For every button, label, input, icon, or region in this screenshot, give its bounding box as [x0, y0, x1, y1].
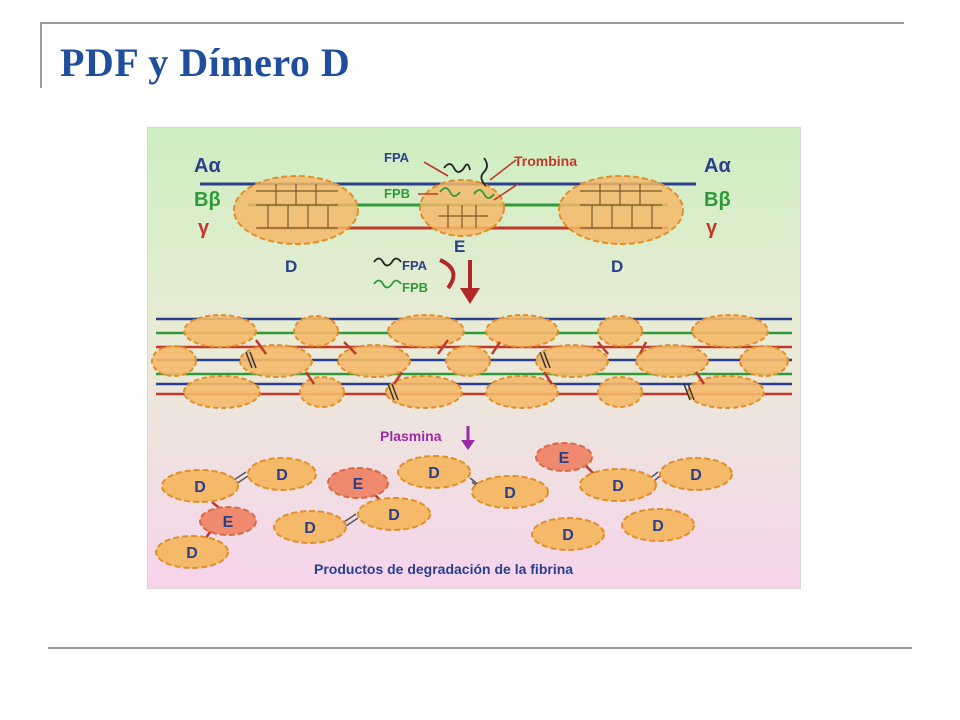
- chain-label-gamma-right: γ: [706, 217, 718, 239]
- chain-label-a-alpha-right: Aα: [704, 155, 731, 177]
- fpa-label: FPA: [384, 150, 410, 165]
- svg-text:D: D: [504, 485, 516, 502]
- fpa-peptide-curl-left: [443, 163, 471, 173]
- release-curved-arrow: [439, 258, 456, 290]
- left-rule: [40, 22, 42, 88]
- trombina-pointer-2: [493, 183, 519, 201]
- d-nodule-right: [558, 175, 684, 245]
- released-fpb-curl: [373, 279, 402, 289]
- peptide-release-step: FPA FPB: [373, 257, 480, 304]
- svg-text:E: E: [559, 450, 570, 467]
- released-fpa-label: FPA: [402, 258, 428, 273]
- d-nodule-right-ladder: [580, 184, 662, 229]
- domain-label-d-left: D: [285, 257, 297, 276]
- svg-text:D: D: [186, 545, 198, 562]
- polymer-cut-marks: [245, 351, 695, 401]
- polymer-crosslinks: [254, 339, 706, 385]
- fpb-label: FPB: [384, 186, 410, 201]
- fpa-pointer: [423, 161, 449, 177]
- svg-text:E: E: [223, 514, 234, 531]
- fpb-peptide-curl-left: [439, 187, 461, 197]
- trombina-label: Trombina: [514, 153, 577, 169]
- svg-text:D: D: [562, 527, 574, 544]
- fibrin-polymer: [151, 314, 792, 409]
- fragment-e-2: E: [327, 467, 389, 499]
- trombina-pointer-1: [489, 159, 517, 181]
- fragment-d-6: D: [397, 455, 471, 489]
- released-fpa-curl: [373, 257, 402, 267]
- svg-text:D: D: [690, 467, 702, 484]
- svg-text:D: D: [194, 479, 206, 496]
- fibrin-degradation-diagram: Aα Bβ γ Aα Bβ γ FPA FPB Trombina D E D F…: [147, 127, 801, 589]
- slide-title: PDF y Dímero D: [60, 40, 351, 85]
- bottom-rule: [48, 647, 912, 649]
- release-down-arrow-head: [460, 288, 480, 304]
- domain-label-d-right: D: [611, 257, 623, 276]
- released-fpb-label: FPB: [402, 280, 428, 295]
- plasmina-arrow-head: [461, 440, 475, 450]
- fragment-d-10: D: [531, 517, 605, 551]
- degradation-caption: Productos de degradación de la fibrina: [314, 561, 573, 577]
- fragment-e-3: E: [535, 442, 593, 472]
- svg-text:D: D: [388, 507, 400, 524]
- fragment-d-3: D: [155, 535, 229, 569]
- fragment-d-8: D: [579, 468, 657, 502]
- fpb-peptide-curl-right: [473, 189, 495, 199]
- d-nodule-left: [233, 175, 359, 245]
- svg-text:D: D: [612, 478, 624, 495]
- polymer-row-bottom: [183, 375, 765, 409]
- chain-label-gamma-left: γ: [198, 217, 210, 239]
- fibrinogen-molecule: Aα Bβ γ Aα Bβ γ FPA FPB Trombina D E D: [194, 150, 731, 276]
- chain-label-a-alpha-left: Aα: [194, 155, 221, 177]
- fragment-d-7: D: [471, 475, 549, 509]
- plasmina-label: Plasmina: [380, 428, 442, 444]
- svg-text:E: E: [353, 476, 364, 493]
- fragment-e-1: E: [199, 506, 257, 536]
- fragment-d-2: D: [247, 457, 317, 491]
- fragment-d-5: D: [273, 510, 347, 544]
- svg-text:D: D: [304, 520, 316, 537]
- e-nodule-ladder: [438, 205, 488, 228]
- top-rule: [40, 22, 904, 24]
- degradation-products: D D E D E D D: [155, 442, 733, 577]
- chain-label-b-beta-right: Bβ: [704, 189, 731, 211]
- plasmina-step: Plasmina: [380, 426, 475, 450]
- fpa-peptide-curl-right: [480, 157, 488, 187]
- fragment-d-4: D: [357, 497, 431, 531]
- svg-text:D: D: [276, 467, 288, 484]
- domain-label-e-center: E: [454, 237, 465, 256]
- svg-text:D: D: [652, 518, 664, 535]
- d-nodule-left-ladder: [256, 184, 338, 229]
- fragments-group: D D E D E D D: [155, 442, 733, 569]
- fragment-d-9: D: [659, 457, 733, 491]
- polymer-row-middle: [151, 344, 789, 378]
- svg-text:D: D: [428, 465, 440, 482]
- chain-label-b-beta-left: Bβ: [194, 189, 221, 211]
- fragment-d-11: D: [621, 508, 695, 542]
- polymer-row-top: [183, 314, 769, 348]
- fragment-d-1: D: [161, 469, 239, 503]
